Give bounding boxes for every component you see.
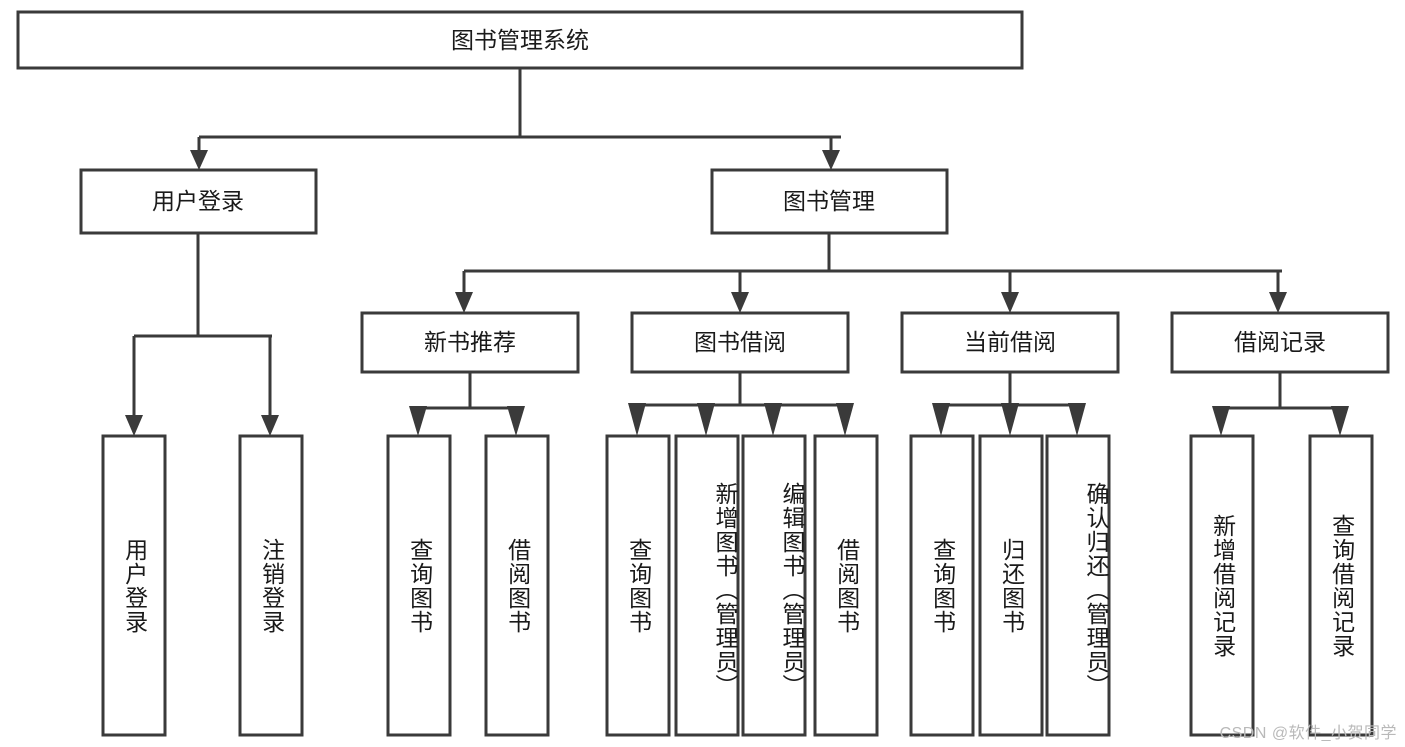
connector-book-management-to-level3 [455,233,1287,313]
connector-user-login-to-leaves [125,233,279,436]
arrow-head-borrow-record [1269,292,1287,313]
node-root-label: 图书管理系统 [451,27,589,53]
connector-book-borrow-to-leaves [628,372,854,436]
arrow-head-current-borrow [1001,292,1019,313]
arrow-head-user-login [190,150,208,170]
arrow-head-cb-leaf-2 [1001,403,1019,436]
watermark-text: CSDN @软件_小贺同学 [1219,725,1397,742]
arrow-head-book-manage [822,150,840,170]
leaf-user-login[interactable] [101,434,167,737]
connector-root-to-level2 [190,68,841,170]
leaf-bb-edit-book[interactable] [741,434,807,737]
node-current-borrow-label: 当前借阅 [964,329,1056,355]
node-new-book-recommend-label: 新书推荐 [424,329,516,355]
arrow-head-br-leaf-2 [1331,406,1349,436]
arrow-head-new-book-recommend [455,292,473,313]
leaf-cb-confirm-return[interactable] [1045,434,1111,737]
leaf-cb-query-book[interactable] [909,434,975,737]
arrow-head-bb-leaf-2 [697,403,715,436]
arrow-head-nbr-leaf-2 [507,406,525,436]
leaf-cb-return-book[interactable] [978,434,1044,737]
node-book-management-label: 图书管理 [783,188,875,214]
leaf-bb-borrow-book[interactable] [813,434,879,737]
node-book-management[interactable] [710,168,949,235]
leaf-br-query-record[interactable] [1308,434,1374,737]
leaf-nbr-query-book[interactable] [386,434,452,737]
node-root[interactable] [16,10,1024,70]
node-borrow-record[interactable] [1170,311,1390,374]
arrow-head-bb-leaf-4 [836,403,854,436]
connector-new-book-recommend-to-leaves [409,372,525,436]
arrow-head-bb-leaf-1 [628,403,646,436]
arrow-head-bb-leaf-3 [764,403,782,436]
arrow-head-leaf-logout [261,415,279,436]
leaf-logout[interactable] [238,434,304,737]
connector-current-borrow-to-leaves [932,372,1086,436]
arrow-head-cb-leaf-1 [932,403,950,436]
leaf-nbr-borrow-book[interactable] [484,434,550,737]
node-new-book-recommend[interactable] [360,311,580,374]
arrow-head-leaf-user-login [125,415,143,436]
arrow-head-br-leaf-1 [1212,406,1230,436]
node-book-borrow[interactable] [630,311,850,374]
node-user-login-label: 用户登录 [152,188,244,214]
connector-borrow-record-to-leaves [1212,372,1349,436]
leaf-bb-query-book[interactable] [605,434,671,737]
node-borrow-record-label: 借阅记录 [1234,329,1326,355]
arrow-head-book-borrow [731,292,749,313]
leaf-bb-add-book[interactable] [674,434,740,737]
leaf-br-add-record[interactable] [1189,434,1255,737]
arrow-head-nbr-leaf-1 [409,406,427,436]
node-book-borrow-label: 图书借阅 [694,329,786,355]
node-current-borrow[interactable] [900,311,1120,374]
arrow-head-cb-leaf-3 [1068,403,1086,436]
